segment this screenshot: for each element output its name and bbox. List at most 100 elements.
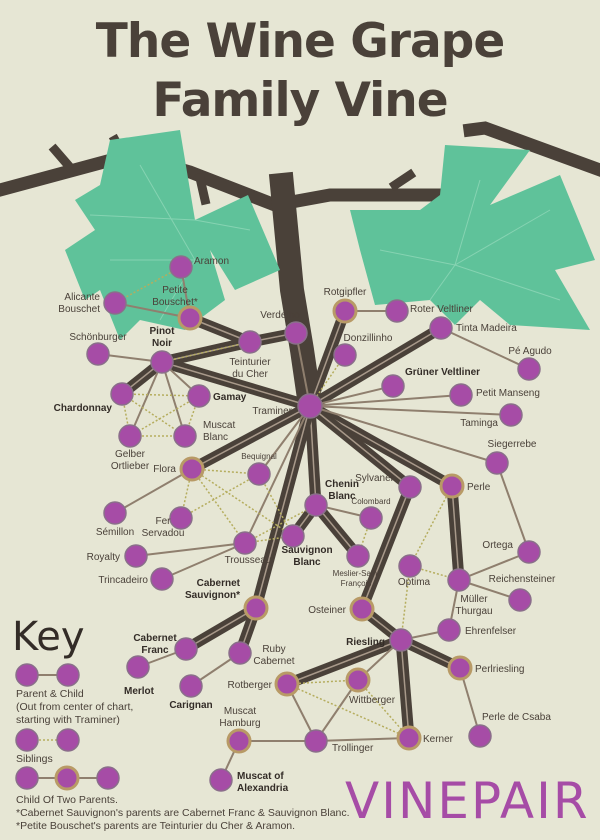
grape-node-royalty[interactable] [124, 544, 148, 568]
grape-node-muller[interactable] [447, 568, 471, 592]
grape-node-roterv[interactable] [385, 299, 409, 323]
grape-node-siegerrebe[interactable] [485, 451, 509, 475]
grape-node-colombard[interactable] [359, 506, 383, 530]
grape-node-perlecsaba[interactable] [468, 724, 492, 748]
key-note-cabernet: *Cabernet Sauvignon's parents are Cabern… [16, 807, 350, 819]
key: Key Parent & Child (Out from center of c… [12, 614, 350, 832]
grape-label-trollinger: Trollinger [332, 743, 374, 754]
grape-node-meslier[interactable] [346, 544, 370, 568]
grape-label-carignan: Carignan [169, 700, 212, 711]
grape-label-optima: Optima [398, 577, 431, 588]
grape-node-chenin[interactable] [304, 493, 328, 517]
grape-label-reichen: Reichensteiner [489, 574, 556, 585]
key-two-parents-label: Child Of Two Parents. [16, 794, 118, 806]
grape-node-carignan[interactable] [179, 674, 203, 698]
grape-label-line: Muscat [203, 420, 235, 431]
grape-node-rotberger[interactable] [274, 671, 300, 697]
parent-child-line [114, 468, 193, 514]
grape-label-taminga: Taminga [460, 418, 498, 429]
grape-label-perlries: Perlriesling [475, 664, 524, 675]
parent-child-line [161, 361, 186, 437]
grape-node-reichen[interactable] [508, 588, 532, 612]
grape-node-perlries[interactable] [447, 655, 473, 681]
grape-node-muscalex[interactable] [209, 768, 233, 792]
grape-node-cabfranc[interactable] [174, 637, 198, 661]
sibling-line [286, 683, 410, 739]
parent-child-line [129, 361, 163, 437]
grape-node-fer[interactable] [169, 506, 193, 530]
grape-node-donz[interactable] [333, 343, 357, 367]
grape-node-cabsauv[interactable] [243, 595, 269, 621]
grape-node-teint[interactable] [238, 330, 262, 354]
grape-node-perle[interactable] [439, 473, 465, 499]
grape-label-rotberger: Rotberger [228, 680, 273, 691]
grape-node-tinta[interactable] [429, 316, 453, 340]
grape-label-chardonnay: Chardonnay [54, 403, 113, 414]
key-grape-icon [56, 728, 80, 752]
parent-child-line [309, 385, 394, 407]
grape-node-optima[interactable] [398, 554, 422, 578]
grape-node-semillon[interactable] [103, 501, 127, 525]
grape-node-gamay[interactable] [187, 384, 211, 408]
grape-node-petite[interactable] [177, 305, 203, 331]
sibling-line [184, 395, 200, 437]
grape-node-muscatblanc[interactable] [173, 424, 197, 448]
parent-child-line [258, 405, 311, 475]
main-lineage-line-highlight [309, 310, 346, 407]
grape-node-pinot[interactable] [150, 350, 174, 374]
grape-node-trincadeiro[interactable] [150, 567, 174, 591]
grape-node-trousseau[interactable] [233, 531, 257, 555]
grape-label-line: Franc [141, 645, 169, 656]
grape-node-petitm[interactable] [449, 383, 473, 407]
key-title: Key [12, 614, 85, 660]
key-grape-icon [15, 766, 39, 790]
grape-label-line: Meslier-Saint [333, 569, 380, 578]
parent-child-line [458, 551, 530, 581]
grape-label-line: Servadou [142, 528, 185, 539]
grape-node-schon[interactable] [86, 342, 110, 366]
grape-node-riesling[interactable] [389, 628, 413, 652]
grape-node-gelber[interactable] [118, 424, 142, 448]
grape-node-merlot[interactable] [126, 655, 150, 679]
grape-label-schon: Schönburger [69, 332, 127, 343]
grape-node-ruby[interactable] [228, 641, 252, 665]
grape-node-taminga[interactable] [499, 403, 523, 427]
grape-node-chardonnay[interactable] [110, 382, 134, 406]
main-lineage-line-highlight [309, 405, 411, 488]
grape-node-rotgipfler[interactable] [332, 298, 358, 324]
grape-node-verdelho[interactable] [284, 321, 308, 345]
grape-label-aramon: Aramon [194, 256, 229, 267]
grape-node-peagudo[interactable] [517, 357, 541, 381]
grape-label-sylvaner: Sylvaner [355, 473, 395, 484]
grape-label-line: Blanc [328, 491, 356, 502]
grape-node-sylvaner[interactable] [398, 475, 422, 499]
grape-node-kerner[interactable] [396, 725, 422, 751]
main-lineage-line-highlight [161, 361, 311, 407]
grape-node-gruner[interactable] [381, 374, 405, 398]
grape-node-osteiner[interactable] [349, 596, 375, 622]
grape-node-muschamb[interactable] [226, 728, 252, 754]
grape-node-ehren[interactable] [437, 618, 461, 642]
main-lineage-line-highlight [451, 485, 460, 581]
grape-label-gamay: Gamay [213, 392, 247, 403]
grape-label-line: Muscat [224, 706, 256, 717]
grape-node-wittberger[interactable] [345, 667, 371, 693]
grape-node-trollinger[interactable] [304, 729, 328, 753]
grape-node-alicante[interactable] [103, 291, 127, 315]
parent-child-line [315, 737, 410, 742]
grape-node-traminer[interactable] [297, 393, 323, 419]
grape-node-flora[interactable] [179, 456, 205, 482]
grape-node-ortega[interactable] [517, 540, 541, 564]
grape-label-traminer: Traminer [252, 406, 292, 417]
key-grape-icon [15, 663, 39, 687]
sibling-line [121, 393, 131, 437]
grape-node-sauvignon[interactable] [281, 524, 305, 548]
grape-label-line: Muscat of [237, 771, 284, 782]
grape-node-aramon[interactable] [169, 255, 193, 279]
grape-node-bequignal[interactable] [247, 462, 271, 486]
